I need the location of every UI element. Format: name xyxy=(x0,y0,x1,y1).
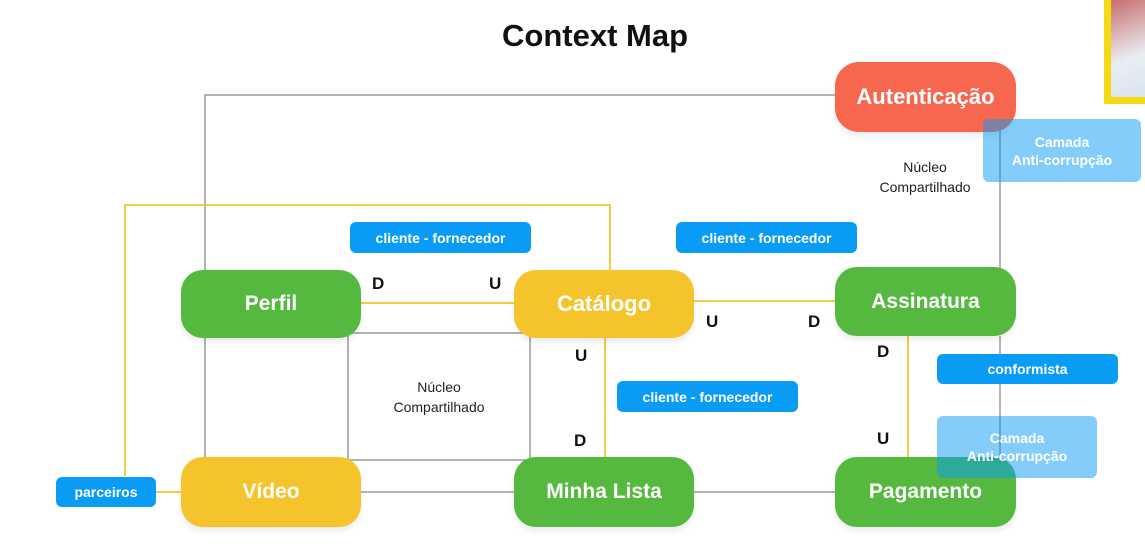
webcam-image xyxy=(1111,0,1145,97)
context-video[interactable]: Vídeo xyxy=(181,457,361,527)
context-minha-lista[interactable]: Minha Lista xyxy=(514,457,694,527)
downstream-marker: D xyxy=(877,342,890,361)
downstream-marker: D xyxy=(574,431,587,450)
upstream-marker: U xyxy=(877,429,890,448)
context-assinatura[interactable]: Assinatura xyxy=(835,267,1016,336)
context-perfil[interactable]: Perfil xyxy=(181,270,361,338)
shared-kernel-line-1: Núcleo xyxy=(903,159,947,175)
relation-tag-conformista: conformista xyxy=(937,354,1118,384)
partners-line xyxy=(124,204,611,476)
relation-tag-anti-corruption-layer: Camada Anti-corrupção xyxy=(937,416,1097,478)
shared-kernel-label: Núcleo Compartilhado xyxy=(369,377,509,417)
upstream-marker: U xyxy=(575,346,588,365)
shared-kernel-box xyxy=(347,332,531,461)
shared-kernel-line-2: Compartilhado xyxy=(393,399,485,415)
shared-kernel-line-2: Compartilhado xyxy=(879,179,971,195)
acl-line-2: Anti-corrupção xyxy=(966,448,1068,464)
relation-tag-cliente-fornecedor: cliente - fornecedor xyxy=(350,222,531,253)
relation-tag-parceiros: parceiros xyxy=(56,477,156,507)
context-autenticacao[interactable]: Autenticação xyxy=(835,62,1016,132)
acl-line-1: Camada xyxy=(1034,133,1090,150)
context-catalogo[interactable]: Catálogo xyxy=(514,270,694,338)
auth-perfil-line xyxy=(204,94,835,270)
relation-tag-cliente-fornecedor: cliente - fornecedor xyxy=(676,222,857,253)
relation-tag-cliente-fornecedor: cliente - fornecedor xyxy=(617,381,798,412)
upstream-marker: U xyxy=(706,312,719,331)
shared-kernel-label: Núcleo Compartilhado xyxy=(855,157,995,197)
upstream-marker: U xyxy=(489,274,502,293)
downstream-marker: D xyxy=(372,274,385,293)
acl-line-2: Anti-corrupção xyxy=(1011,151,1113,168)
page-title: Context Map xyxy=(502,18,688,53)
relation-tag-anti-corruption-layer: Camada Anti-corrupção xyxy=(983,119,1141,182)
acl-line-1: Camada xyxy=(989,430,1045,446)
downstream-marker: D xyxy=(808,312,821,331)
shared-kernel-line-1: Núcleo xyxy=(417,379,461,395)
